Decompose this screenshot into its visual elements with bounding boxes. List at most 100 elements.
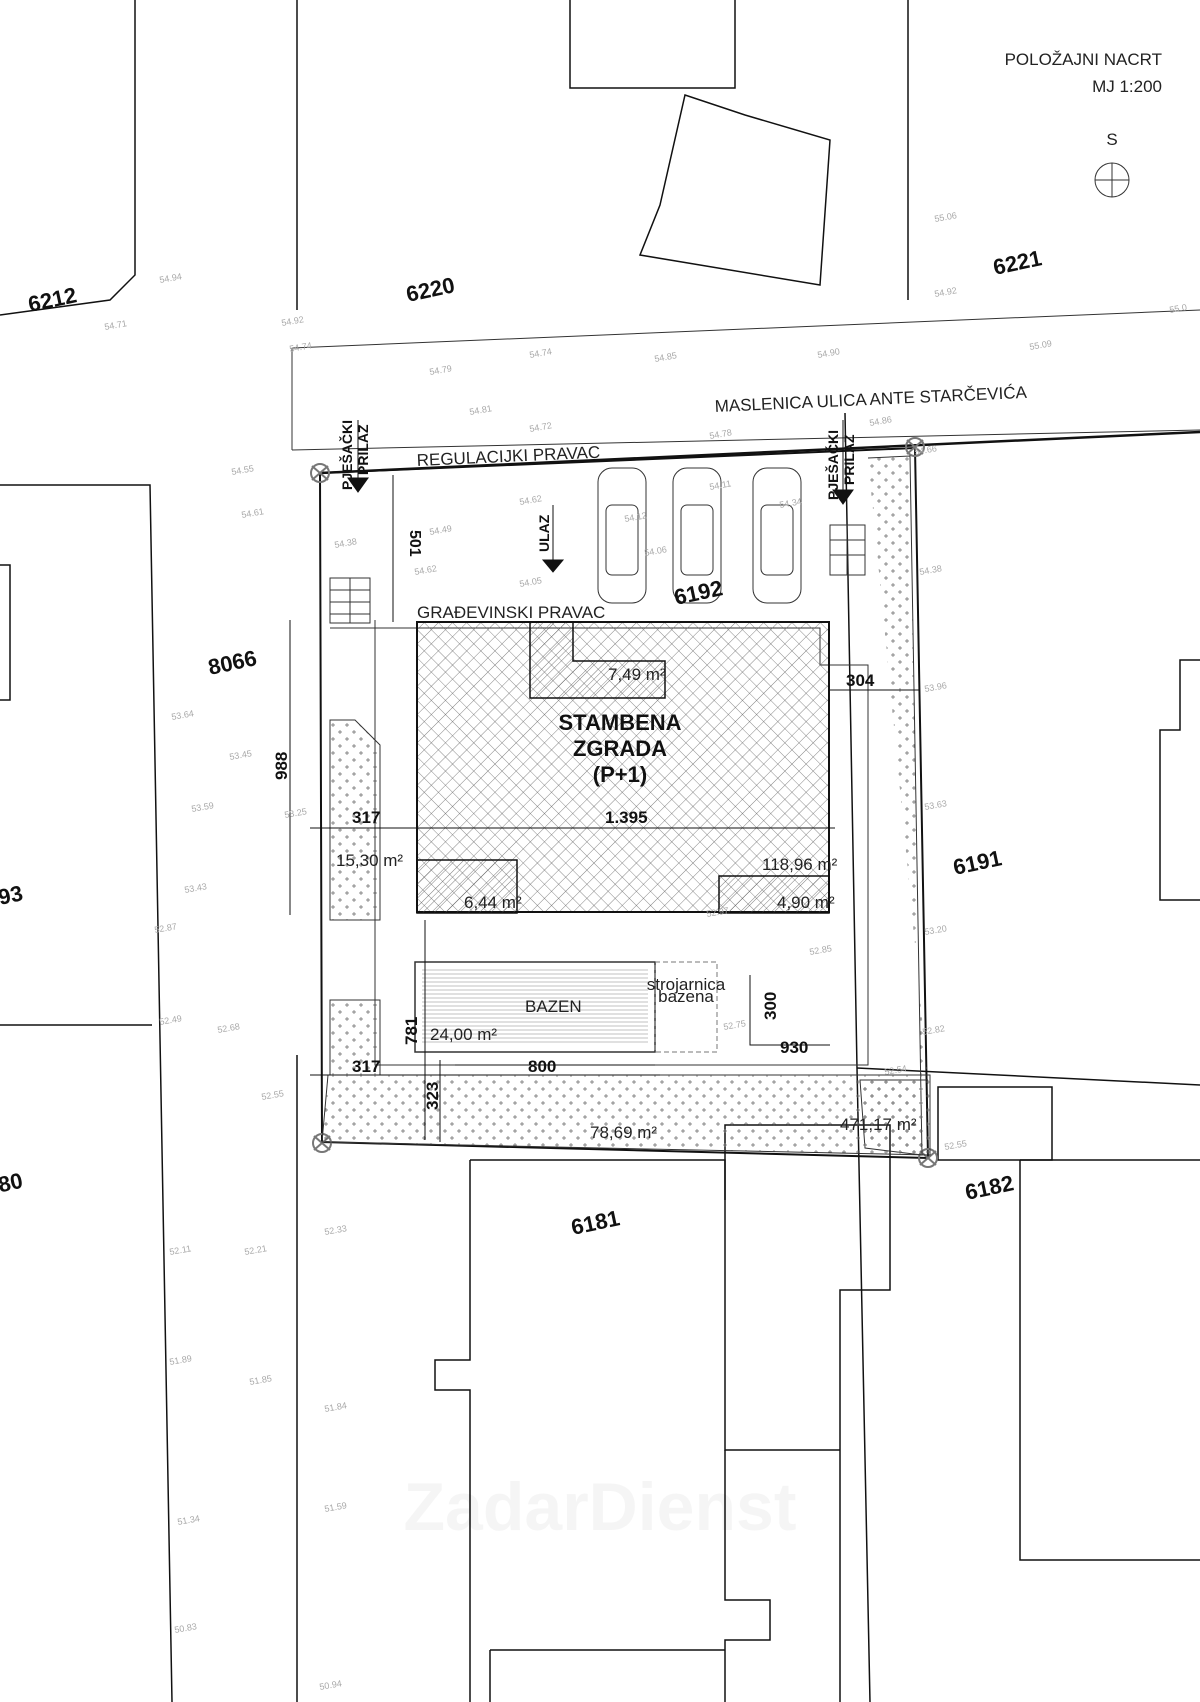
- parcel-number: 6221: [991, 245, 1044, 280]
- spot-elevation: 53.20: [924, 923, 948, 937]
- spot-elevation: 52.75: [723, 1018, 747, 1032]
- spot-elevation: 51.89: [169, 1353, 193, 1367]
- spot-elevation: 54.92: [934, 285, 958, 299]
- spot-elevation: 50.94: [319, 1678, 343, 1692]
- spot-elevation: 54.94: [159, 271, 183, 285]
- arrow-down-icon: [541, 505, 565, 573]
- spot-elevation: 50.83: [174, 1621, 198, 1635]
- spot-elevation: 53.64: [171, 708, 195, 722]
- spot-elevation: 54.12: [624, 510, 648, 524]
- spot-elevation: 54.85: [654, 350, 678, 364]
- svg-text:ULAZ: ULAZ: [536, 514, 552, 552]
- dimension-label: 988: [272, 752, 291, 780]
- spot-elevation: 54.81: [469, 403, 493, 417]
- spot-elevation: 54.71: [104, 318, 128, 332]
- parcel-number: 8066: [206, 645, 259, 680]
- spot-elevation: 54.66: [914, 443, 938, 457]
- dimension-label: 1.395: [605, 808, 648, 827]
- parcel-number: 6192: [672, 575, 725, 610]
- building-line-label: GRAĐEVINSKI PRAVAC: [417, 603, 605, 622]
- building-name-2: ZGRADA: [573, 736, 667, 761]
- pedestrian-access-right: PJEŠAČKI PRILAZ: [824, 420, 857, 505]
- spot-elevation: 51.85: [249, 1373, 273, 1387]
- parcel-number: 6191: [951, 845, 1004, 880]
- spot-elevation: 53.45: [229, 748, 253, 762]
- spot-elevation: 54.74: [289, 340, 313, 354]
- covered-area-1: [529, 621, 666, 699]
- spot-elevation: 54.38: [334, 536, 358, 550]
- covered-area-3: [718, 875, 830, 914]
- spot-elevation: 51.59: [324, 1500, 348, 1514]
- spot-elevation: 54.05: [519, 575, 543, 589]
- regulation-line: [319, 430, 1200, 475]
- area-label: 15,30 m²: [336, 851, 403, 870]
- spot-elevation: 54.78: [709, 427, 733, 441]
- spot-elevation: 54.34: [779, 496, 803, 510]
- spot-elevation: 54.11: [709, 478, 732, 492]
- arrow-down-icon: [832, 420, 854, 505]
- parking-car-icons: [597, 467, 802, 604]
- greenery-left-lower: [329, 999, 381, 1076]
- street: [291, 309, 1200, 451]
- spot-elevation: 53.59: [191, 800, 215, 814]
- area-label: 6,44 m²: [464, 893, 522, 912]
- dimension-label: 800: [528, 1057, 556, 1076]
- parcel-number: 6220: [404, 272, 457, 307]
- spot-elevation: 53.25: [284, 806, 308, 820]
- svg-text:PRILAZ: PRILAZ: [841, 434, 857, 485]
- street-name: MASLENICA ULICA ANTE STARČEVIĆA: [714, 383, 1028, 416]
- spot-elevation: 54.06: [644, 544, 668, 558]
- spot-elevation: 54.79: [429, 363, 453, 377]
- pedestrian-access-left: PJEŠAČKI PRILAZ: [338, 420, 371, 493]
- spot-elevation: 55.0: [1169, 302, 1188, 315]
- spot-elevation: 52.55: [944, 1138, 968, 1152]
- area-label: 118,96 m²: [762, 855, 838, 874]
- greenery-strip-left: [329, 719, 381, 921]
- spot-elevation: 52.54: [884, 1063, 908, 1077]
- parcel-number: 6181: [569, 1205, 622, 1240]
- stairs-icon: [329, 524, 866, 624]
- spot-elevation: 52.85: [809, 943, 833, 957]
- svg-text:PJEŠAČKI: PJEŠAČKI: [824, 430, 841, 500]
- arrow-down-icon: [347, 420, 369, 493]
- spot-elevation: 54.49: [429, 523, 453, 537]
- dimension-label: 317: [352, 1057, 380, 1076]
- north-label: S: [1106, 130, 1117, 149]
- dimension-label: 501: [406, 530, 423, 557]
- plan-title: POLOŽAJNI NACRT: [1005, 50, 1162, 69]
- pool-label: BAZEN: [525, 997, 582, 1016]
- spot-elevation: 52.68: [217, 1021, 241, 1035]
- dimension-lines: [289, 475, 920, 1142]
- dimension-label: 304: [846, 671, 875, 690]
- spot-elevation: 54.92: [281, 314, 305, 328]
- watermark: ZadarDienst: [404, 1469, 797, 1545]
- spot-elevation: 52.97: [706, 905, 730, 919]
- spot-elevation: 54.38: [919, 563, 943, 577]
- spot-elevations: 54.94 54.71 54.92 54.74 54.79 54.74 54.85 54.90…: [104, 210, 1188, 1692]
- parcel-number: 6212: [26, 282, 79, 317]
- spot-elevation: 54.72: [529, 420, 553, 434]
- spot-elevation: 55.09: [1029, 338, 1053, 352]
- dimension-label: 317: [352, 808, 380, 827]
- parcel-number: 93: [0, 880, 25, 910]
- machine-room-label-2: bazena: [658, 987, 714, 1006]
- spot-elevation: 51.34: [177, 1513, 201, 1527]
- building-name: STAMBENA: [558, 710, 681, 735]
- spot-elevation: 51.84: [324, 1400, 348, 1414]
- survey-marker-icons: [310, 437, 938, 1168]
- spot-elevation: 54.90: [817, 346, 841, 360]
- spot-elevation: 52.55: [261, 1088, 285, 1102]
- area-label: 78,69 m²: [590, 1123, 657, 1142]
- spot-elevation: 54.62: [519, 493, 543, 507]
- dimension-label: 323: [423, 1082, 442, 1110]
- spot-elevation: 52.33: [324, 1223, 348, 1237]
- building-floors: (P+1): [593, 762, 647, 787]
- spot-elevation: 52.87: [154, 921, 178, 935]
- spot-elevation: 53.96: [924, 680, 948, 694]
- plan-scale: MJ 1:200: [1092, 77, 1162, 96]
- dimension-label: 300: [761, 992, 780, 1020]
- pool-machine-room: [654, 961, 718, 1053]
- spot-elevation: 54.74: [529, 346, 553, 360]
- pool-water: [422, 969, 648, 1045]
- spot-elevation: 54.86: [869, 414, 893, 428]
